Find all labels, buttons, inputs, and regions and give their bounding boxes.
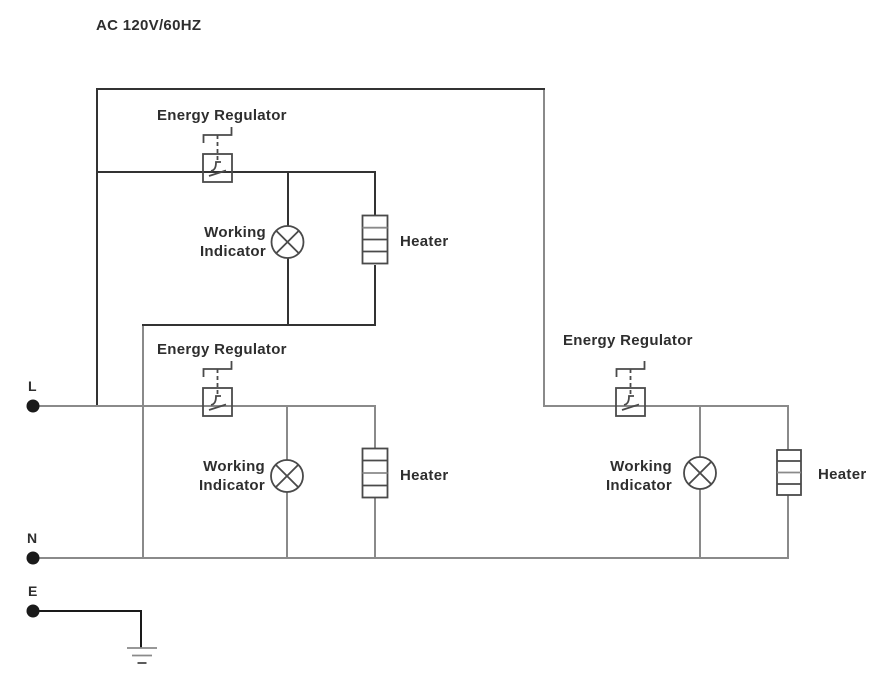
circuit-middle-left: Energy Regulator Working Indicator Heate…	[157, 341, 449, 558]
energy-regulator-symbol	[202, 127, 233, 183]
wire-top-rail-left-feed	[96, 88, 545, 406]
working-indicator-label-line2: Indicator	[199, 477, 265, 494]
regulator-switch-glyph	[208, 161, 227, 177]
heater-symbol	[776, 449, 802, 496]
wire-c1-bottom	[142, 265, 376, 326]
diagram-title: AC 120V/60HZ	[96, 17, 201, 34]
working-indicator-label-line2: Indicator	[606, 477, 672, 494]
working-indicator-lamp	[270, 459, 304, 493]
regulator-label: Energy Regulator	[157, 341, 287, 358]
terminal-live-dot-icon	[26, 399, 40, 413]
working-indicator-label-line2: Indicator	[200, 243, 266, 260]
energy-regulator-symbol	[615, 361, 646, 417]
regulator-label: Energy Regulator	[157, 107, 287, 124]
regulator-box-icon	[202, 387, 233, 417]
lamp-cross-line-2	[688, 461, 712, 485]
heater-symbol	[361, 214, 389, 265]
working-indicator-label-line1: Working	[203, 458, 265, 475]
wire-neutral-line	[33, 495, 789, 559]
wire-earth	[33, 610, 142, 648]
lamp-cross-line-2	[275, 230, 300, 254]
regulator-switch-glyph	[208, 395, 227, 411]
terminal-neutral-label: N	[27, 530, 37, 546]
heater-label: Heater	[400, 233, 449, 250]
terminal-neutral: N	[26, 530, 40, 565]
terminal-earth-label: E	[28, 583, 38, 599]
terminal-neutral-dot-icon	[26, 551, 40, 565]
working-indicator-label-line1: Working	[204, 224, 266, 241]
regulator-label: Energy Regulator	[563, 332, 693, 349]
wire-live-line	[33, 405, 376, 448]
working-indicator-lamp	[270, 225, 305, 259]
energy-regulator-symbol	[202, 361, 233, 417]
power-rails	[33, 88, 789, 559]
terminal-live: L	[26, 378, 40, 413]
terminal-earth: E	[26, 583, 157, 664]
circuit-right: Energy Regulator Working Indicator Heate…	[563, 332, 867, 558]
working-indicator-lamp	[683, 456, 717, 490]
wire-c1-line	[96, 171, 376, 215]
heater-label: Heater	[400, 467, 449, 484]
lamp-cross-line-2	[275, 464, 299, 488]
working-indicator-label-line1: Working	[610, 458, 672, 475]
regulator-box-icon	[615, 387, 646, 417]
terminal-live-label: L	[28, 378, 37, 394]
regulator-box-icon	[202, 153, 233, 183]
circuit-top: Energy Regulator Working Indicator Heate…	[96, 107, 449, 326]
ground-symbol	[127, 647, 157, 664]
wire-right-feed-c3-line	[543, 90, 789, 450]
regulator-switch-glyph	[621, 395, 640, 411]
heater-label: Heater	[818, 466, 867, 483]
heater-symbol	[361, 447, 389, 499]
